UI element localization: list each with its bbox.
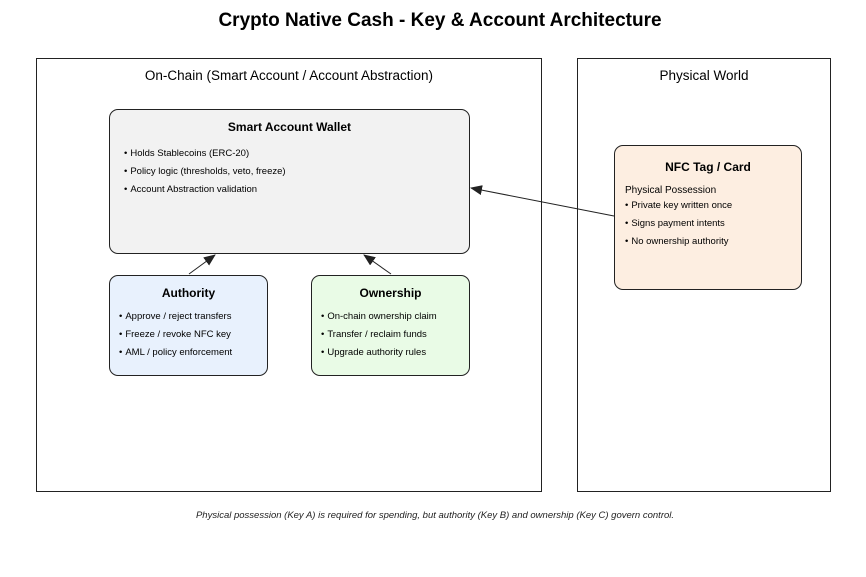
nfc-to-wallet-arrow	[470, 185, 615, 217]
authority-to-wallet-arrow	[188, 254, 216, 275]
list-item: Account Abstraction validation	[124, 181, 469, 199]
ownership-box: Ownership On-chain ownership claim Trans…	[311, 275, 470, 376]
list-item: Freeze / revoke NFC key	[119, 326, 267, 344]
smart-account-wallet-box: Smart Account Wallet Holds Stablecoins (…	[109, 109, 470, 254]
diagram-title: Crypto Native Cash - Key & Account Archi…	[218, 10, 662, 31]
authority-title: Authority	[161, 286, 216, 300]
ownership-title: Ownership	[359, 286, 422, 300]
smart-account-wallet-list: Holds Stablecoins (ERC-20) Policy logic …	[124, 145, 469, 199]
list-item: Holds Stablecoins (ERC-20)	[124, 145, 469, 163]
nfc-card-title: NFC Tag / Card	[665, 160, 751, 174]
ownership-list: On-chain ownership claim Transfer / recl…	[321, 308, 469, 362]
list-item: Policy logic (thresholds, veto, freeze)	[124, 163, 469, 181]
list-item: No ownership authority	[625, 233, 801, 251]
onchain-panel-label: On-Chain (Smart Account / Account Abstra…	[144, 68, 434, 83]
list-item: Approve / reject transfers	[119, 308, 267, 326]
nfc-card-box: NFC Tag / Card Physical Possession Priva…	[614, 145, 802, 290]
authority-box: Authority Approve / reject transfers Fre…	[109, 275, 268, 376]
list-item: Signs payment intents	[625, 215, 801, 233]
list-item: AML / policy enforcement	[119, 344, 267, 362]
list-item: Transfer / reclaim funds	[321, 326, 469, 344]
footnote: Physical possession (Key A) is required …	[195, 510, 675, 521]
nfc-card-list: Private key written once Signs payment i…	[625, 197, 801, 251]
list-item: On-chain ownership claim	[321, 308, 469, 326]
authority-list: Approve / reject transfers Freeze / revo…	[119, 308, 267, 362]
list-item: Private key written once	[625, 197, 801, 215]
physical-panel-label: Physical World	[659, 68, 749, 83]
smart-account-wallet-title: Smart Account Wallet	[227, 120, 352, 134]
list-item: Upgrade authority rules	[321, 344, 469, 362]
nfc-card-subtitle: Physical Possession	[625, 185, 717, 196]
ownership-to-wallet-arrow	[363, 254, 392, 275]
